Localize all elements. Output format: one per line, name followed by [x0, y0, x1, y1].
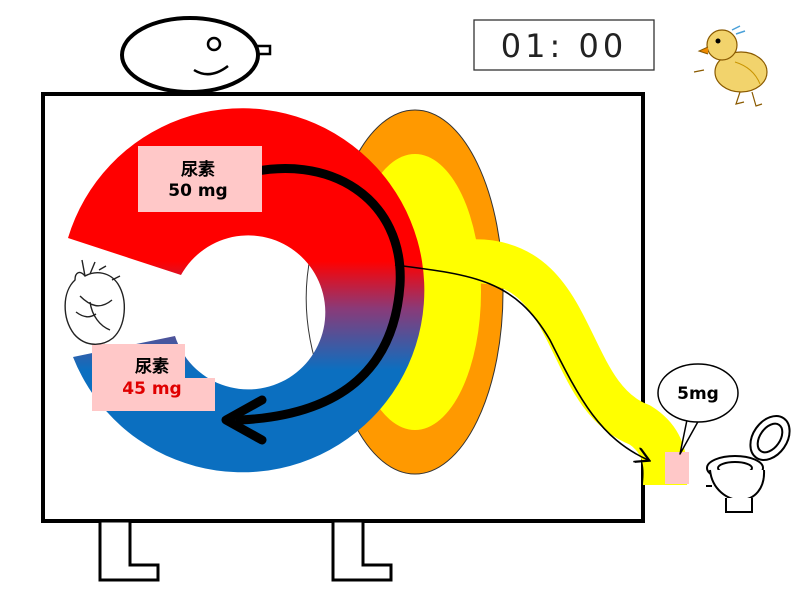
circulation-arrow — [235, 164, 405, 425]
urea-top-name: 尿素 — [181, 160, 215, 180]
urea-top-value: 50 mg — [168, 181, 227, 201]
timer-display: 01: 00 — [501, 27, 627, 65]
urea-bottom-value: 45 mg — [122, 379, 181, 399]
ureter-tube — [418, 239, 688, 487]
character-legs — [98, 519, 393, 582]
excreted-value: 5mg — [677, 384, 719, 404]
urine-box — [665, 452, 689, 484]
urea-bottom-name: 尿素 — [135, 357, 169, 377]
urea-label-top: 尿素 50 mg — [138, 146, 262, 212]
character-head — [120, 16, 272, 97]
urea-label-bottom: 尿素 45 mg — [92, 344, 215, 411]
excreted-bubble: 5mg — [657, 363, 739, 455]
heart-icon — [64, 259, 125, 345]
chick-icon — [693, 25, 768, 107]
circulation-arrowhead — [221, 395, 267, 445]
timer: 01: 00 — [473, 19, 655, 71]
toilet-icon — [706, 415, 791, 513]
filtration-arrow — [394, 264, 648, 460]
